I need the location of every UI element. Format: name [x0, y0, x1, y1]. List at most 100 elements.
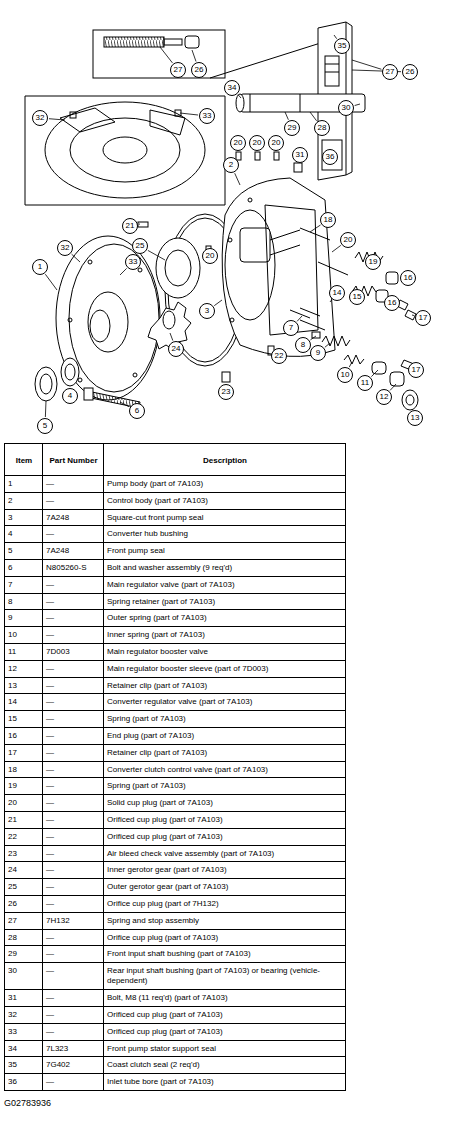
table-cell: 34 — [4, 1040, 43, 1058]
callout-number: 35 — [334, 38, 350, 54]
table-cell: 19 — [4, 777, 43, 795]
table-cell: Rear input shaft bushing (part of 7A103)… — [103, 962, 346, 990]
table-cell: Main regulator valve (part of 7A103) — [103, 576, 346, 594]
table-cell: Spring and stop assembly — [103, 912, 346, 930]
table-cell: — — [42, 761, 104, 779]
table-header: Part Number — [42, 443, 104, 476]
leader-line — [371, 370, 378, 377]
leader-line — [192, 50, 196, 62]
table-cell: — — [42, 878, 104, 896]
table-cell: 16 — [4, 727, 43, 745]
table-header: Item — [4, 443, 43, 476]
callout-number: 1 — [32, 259, 48, 275]
table-cell: Pump body (part of 7A103) — [103, 475, 346, 493]
table-cell: — — [42, 811, 104, 829]
leader-line — [349, 362, 352, 367]
table-cell: 12 — [4, 660, 43, 678]
callout-number: 5 — [37, 418, 53, 434]
callout-number: 20 — [230, 135, 246, 151]
leader-line — [235, 173, 240, 185]
table-cell: Front pump stator support seal — [103, 1040, 346, 1058]
callout-number: 28 — [314, 120, 330, 136]
table-cell: — — [42, 1073, 104, 1091]
callout-number: 33 — [125, 254, 141, 270]
callout-number: 25 — [132, 238, 148, 254]
callout-number: 21 — [122, 218, 138, 234]
table-cell: 31 — [4, 989, 43, 1007]
leader-line — [297, 316, 302, 321]
callout-number: 3 — [199, 303, 215, 319]
callout-number: 26 — [191, 62, 207, 78]
table-cell: Bolt and washer assembly (9 req'd) — [103, 559, 346, 577]
table-cell: Converter hub bushing — [103, 525, 346, 543]
leader-line — [355, 104, 360, 106]
table-cell: — — [42, 593, 104, 611]
leader-line — [310, 336, 316, 340]
callout-number: 31 — [292, 147, 308, 163]
table-cell: — — [42, 475, 104, 493]
leader-line — [72, 254, 80, 262]
table-cell: 23 — [4, 845, 43, 863]
table-cell: Orificed cup plug (part of 7A103) — [103, 1023, 346, 1041]
leader-line — [285, 112, 288, 120]
callout-number: 6 — [129, 403, 145, 419]
callout-number: 23 — [218, 384, 234, 400]
table-cell: Front input shaft bushing (part of 7A103… — [103, 945, 346, 963]
table-cell: — — [42, 845, 104, 863]
table-cell: Converter regulator valve (part of 7A103… — [103, 693, 346, 711]
leader-line — [352, 60, 381, 69]
table-cell: 29 — [4, 945, 43, 963]
table-cell: 35 — [4, 1056, 43, 1074]
table-cell: 9 — [4, 609, 43, 627]
leader-line — [120, 268, 127, 275]
callout-number: 4 — [62, 388, 78, 404]
table-cell: 20 — [4, 794, 43, 812]
leader-line — [45, 401, 47, 417]
table-cell: Bolt, M8 (11 req'd) (part of 7A103) — [103, 989, 346, 1007]
table-cell: Front pump seal — [103, 542, 346, 560]
callout-number: 27 — [170, 62, 186, 78]
table-cell: — — [42, 895, 104, 913]
table-cell: 27 — [4, 912, 43, 930]
leader-line — [238, 95, 241, 98]
table-cell: 7H132 — [42, 912, 104, 930]
table-cell: 6 — [4, 559, 43, 577]
leader-line — [325, 343, 330, 347]
table-cell: — — [42, 945, 104, 963]
leader-line — [180, 113, 198, 115]
table-cell: Retainer clip (part of 7A103) — [103, 744, 346, 762]
table-cell: Control body (part of 7A103) — [103, 492, 346, 510]
table-cell: — — [42, 1006, 104, 1024]
leader-line — [160, 47, 172, 63]
callout-number: 20 — [268, 135, 284, 151]
table-cell: Retainer clip (part of 7A103) — [103, 677, 346, 695]
table-cell: Coast clutch seal (2 req'd) — [103, 1056, 346, 1074]
leader-line — [330, 300, 331, 302]
leader-line — [120, 402, 129, 407]
table-cell: Solid cup plug (part of 7A103) — [103, 794, 346, 812]
callout-number: 32 — [57, 240, 73, 256]
table-cell: 22 — [4, 828, 43, 846]
leader-line — [310, 112, 317, 121]
table-cell: 7D003 — [42, 643, 104, 661]
table-cell: — — [42, 777, 104, 795]
table-cell: — — [42, 492, 104, 510]
table-cell: — — [42, 626, 104, 644]
table-cell: Main regulator booster valve — [103, 643, 346, 661]
callout-number: 27 — [382, 64, 398, 80]
callout-number: 7 — [283, 320, 299, 336]
table-cell: 4 — [4, 525, 43, 543]
leader-line — [214, 300, 222, 306]
table-cell: — — [42, 794, 104, 812]
table-cell: — — [42, 660, 104, 678]
table-cell: 26 — [4, 895, 43, 913]
table-cell: — — [42, 929, 104, 947]
table-cell: Orificed cup plug (part of 7A103) — [103, 1006, 346, 1024]
table-cell: 17 — [4, 744, 43, 762]
table-cell: 2 — [4, 492, 43, 510]
callout-number: 24 — [168, 341, 184, 357]
callout-number: 11 — [357, 375, 373, 391]
callout-number: 33 — [199, 108, 215, 124]
callout-number: 36 — [322, 149, 338, 165]
table-cell: 8 — [4, 593, 43, 611]
